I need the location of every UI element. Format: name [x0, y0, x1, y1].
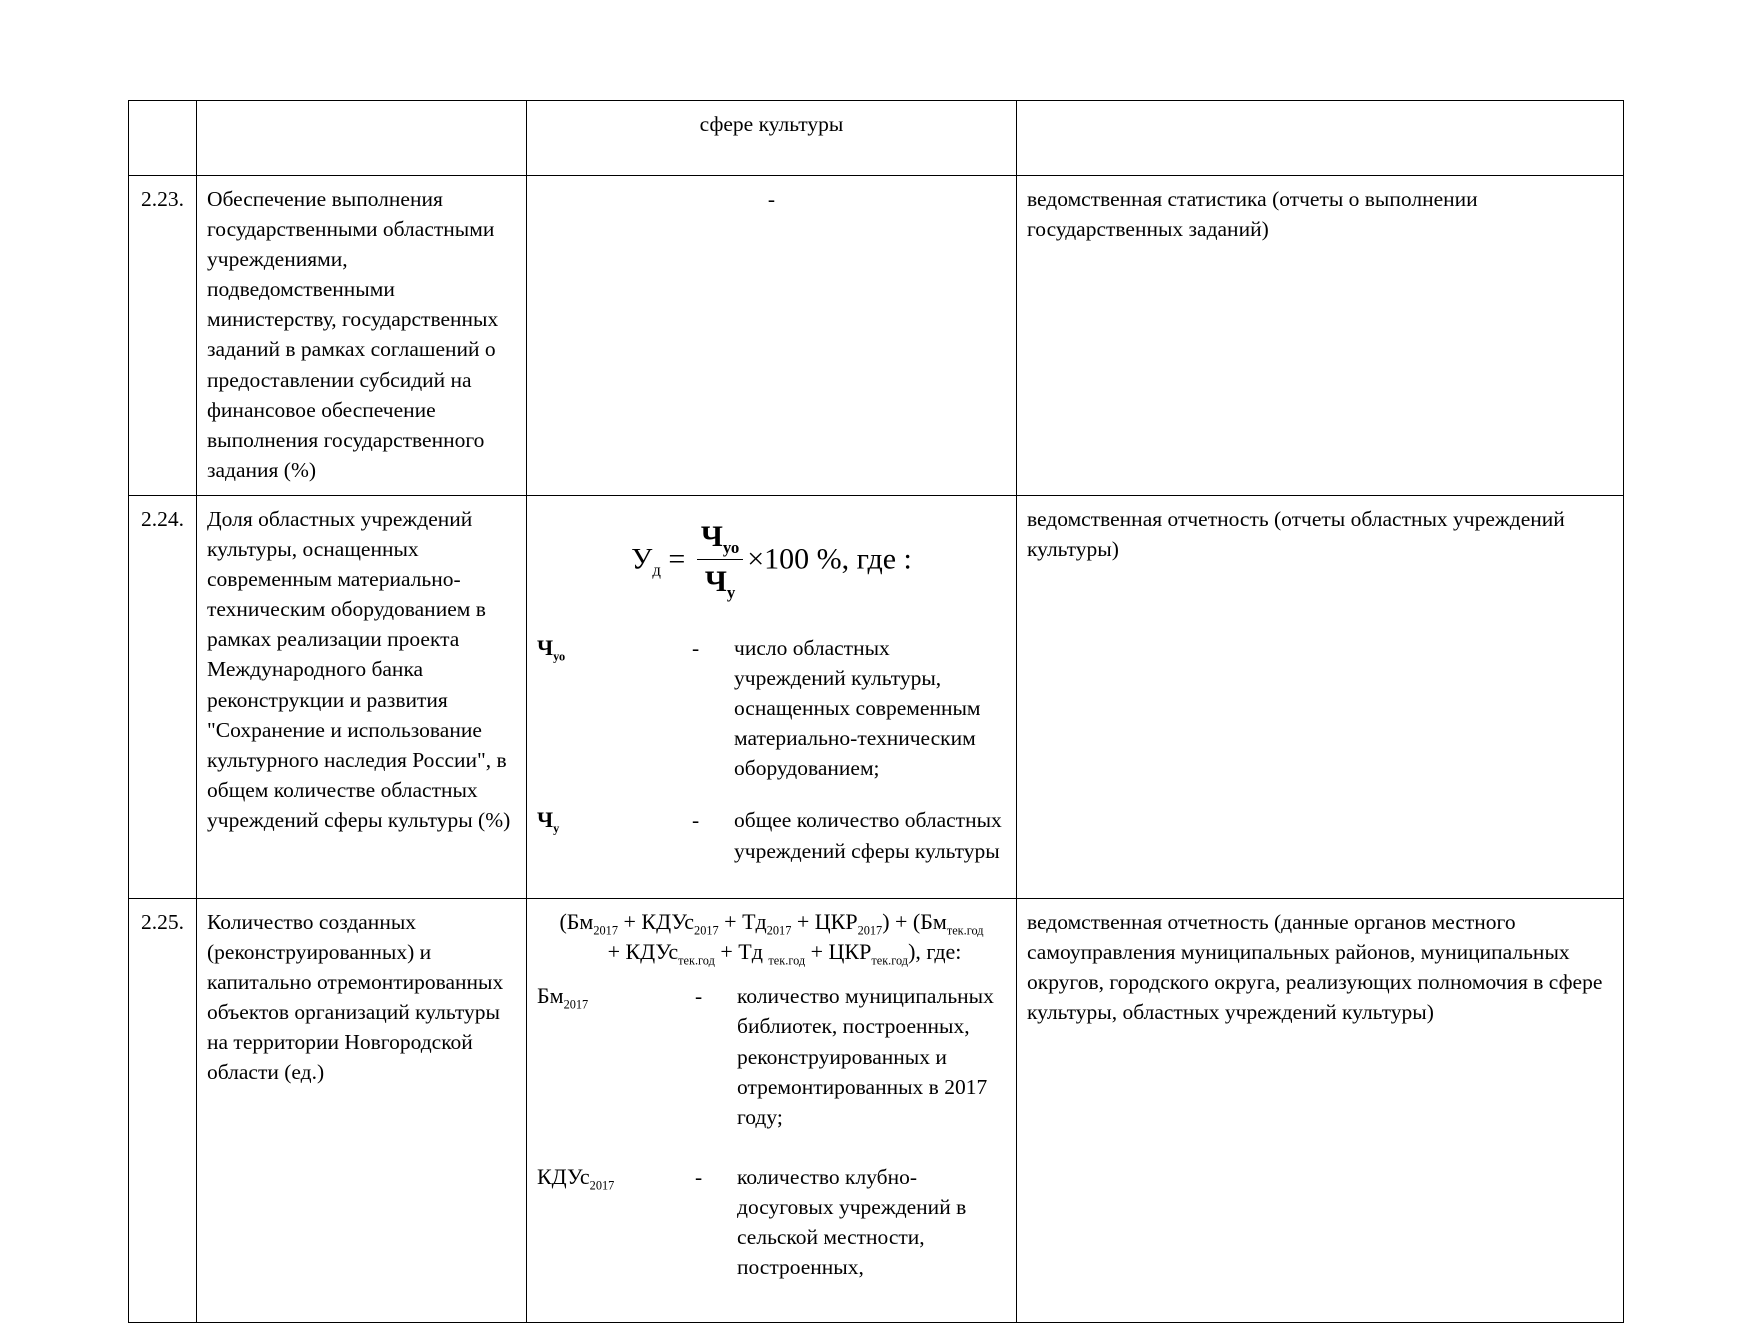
- row-source: ведомственная статистика (отчеты о выпол…: [1016, 175, 1624, 496]
- definition-symbol: Бм2017: [537, 981, 695, 1012]
- definition-symbol-base: Ч: [537, 634, 554, 660]
- formula-lhs: У: [631, 542, 653, 576]
- formula-numerator: Чуо: [696, 516, 744, 560]
- definition-dash: -: [692, 635, 700, 660]
- definition-symbol-base: КДУс: [537, 1163, 590, 1189]
- formula-denominator: Чу: [697, 560, 743, 603]
- definition-symbol: Чуо: [537, 633, 692, 664]
- row-source: ведомственная отчетность (отчеты областн…: [1016, 494, 1624, 899]
- definition-item: Чуо - число областных учреждений культур…: [537, 633, 1006, 783]
- definition-symbol-base: Бм: [537, 983, 564, 1009]
- definition-item: Бм2017 - количество муниципальных библио…: [537, 981, 1006, 1131]
- definition-item: Чу - общее количество областных учрежден…: [537, 805, 1006, 865]
- formula-equals: =: [668, 542, 686, 576]
- indicators-table: сфере культуры 2.23. Обеспечение выполне…: [128, 100, 1624, 1323]
- row-formula: (Бм2017 + КДУс2017 + Тд2017 + ЦКР2017) +…: [526, 897, 1017, 1323]
- formula-numerator-symbol: Ч: [700, 519, 723, 553]
- definition-symbol: Чу: [537, 805, 692, 836]
- definition-text: число областных учреждений культуры, осн…: [734, 635, 981, 781]
- formula-expression: (Бм2017 + КДУс2017 + Тд2017 + ЦКР2017) +…: [537, 907, 1006, 968]
- row-indicator-name: Количество созданных (реконструированных…: [196, 897, 527, 1323]
- definition-symbol-subscript: уо: [553, 649, 566, 664]
- formula-tail: , где :: [841, 542, 912, 576]
- formula-numerator-subscript: уо: [722, 537, 740, 557]
- row-number: 2.24.: [128, 494, 197, 899]
- formula-denominator-symbol: Ч: [704, 564, 727, 598]
- table-row: 2.23. Обеспечение выполнения государстве…: [128, 175, 1624, 496]
- table-row: 2.24. Доля областных учреждений культуры…: [128, 494, 1624, 899]
- document-page: сфере культуры 2.23. Обеспечение выполне…: [128, 100, 1624, 1323]
- formula-definitions: Бм2017 - количество муниципальных библио…: [537, 981, 1006, 1282]
- formula-definitions: Чуо - число областных учреждений культур…: [537, 633, 1006, 866]
- definition-symbol-subscript: 2017: [563, 997, 589, 1012]
- row-formula: -: [526, 175, 1017, 496]
- header-cont-source: [1016, 100, 1624, 176]
- formula-line-1: (Бм2017 + КДУс2017 + Тд2017 + ЦКР2017) +…: [559, 908, 984, 937]
- header-cont-name: [196, 100, 527, 176]
- formula-percent: %: [816, 542, 842, 576]
- definition-text: количество муниципальных библиотек, пост…: [737, 984, 994, 1129]
- row-number: 2.23.: [128, 175, 197, 496]
- table-row: 2.25. Количество созданных (реконструиро…: [128, 897, 1624, 1323]
- definition-text: общее количество областных учреждений сф…: [734, 808, 1002, 863]
- row-source: ведомственная отчетность (данные органов…: [1016, 897, 1624, 1323]
- definition-dash: -: [695, 984, 703, 1009]
- table-row-header-continuation: сфере культуры: [128, 100, 1624, 176]
- formula-line-2: + КДУстек.год + Тд тек.год + ЦКРтек.год)…: [607, 938, 962, 968]
- definition-dash: -: [692, 808, 700, 833]
- definition-symbol-subscript: у: [553, 821, 560, 836]
- row-number: 2.25.: [128, 897, 197, 1323]
- definition-symbol-base: Ч: [537, 807, 554, 833]
- definition-symbol: КДУс2017: [537, 1162, 695, 1193]
- formula-denominator-subscript: у: [726, 582, 736, 602]
- formula-lhs-subscript: д: [652, 560, 661, 580]
- formula-expression: Уд = Чуо Чу ×100 %, где :: [537, 504, 1006, 611]
- formula-factor: 100: [764, 542, 810, 576]
- formula-fraction: Чуо Чу: [696, 516, 744, 603]
- row-indicator-name: Обеспечение выполнения государственными …: [196, 175, 527, 496]
- definition-item: КДУс2017 - количество клубно-досуговых у…: [537, 1162, 1006, 1282]
- header-cont-formula: сфере культуры: [526, 100, 1017, 176]
- row-indicator-name: Доля областных учреждений культуры, осна…: [196, 494, 527, 899]
- definition-text: количество клубно-досуговых учреждений в…: [737, 1164, 967, 1280]
- row-formula: Уд = Чуо Чу ×100 %, где : Чуо - число об…: [526, 494, 1017, 899]
- definition-dash: -: [695, 1164, 703, 1189]
- header-cont-number: [128, 100, 197, 176]
- definition-symbol-subscript: 2017: [589, 1178, 615, 1193]
- formula-times: ×: [747, 542, 765, 576]
